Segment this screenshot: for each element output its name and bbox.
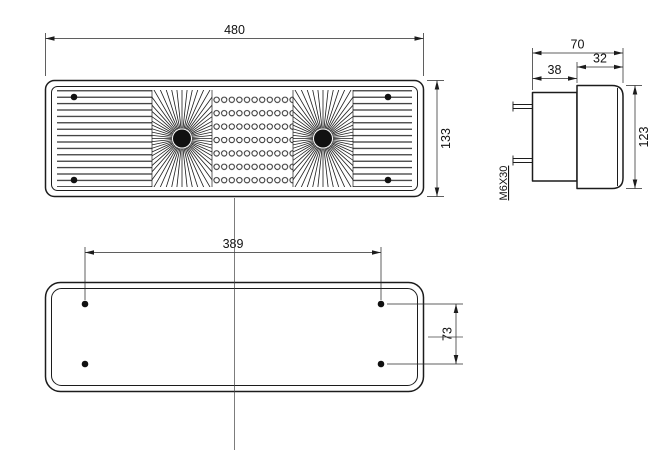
- dimension-side-depth-total: 70: [532, 38, 624, 90]
- front-screw-bottom-left: [70, 176, 78, 184]
- side-depth-total-label: 70: [571, 38, 585, 52]
- front-left-stripe-panel: [57, 90, 152, 187]
- rear-hole-top-left: [81, 300, 89, 308]
- dimension-side-depth-rear: 38: [532, 63, 577, 81]
- dimension-rear-hole-spacing-v: 73: [387, 303, 463, 365]
- dimension-front-height: 133: [427, 80, 453, 197]
- rear-hole-bottom-left: [81, 360, 89, 368]
- rear-hole-spacing-v-label: 73: [441, 327, 455, 341]
- mounting-bolt-bottom: [512, 158, 533, 163]
- rear-hole-bottom-right: [377, 360, 385, 368]
- front-screw-bottom-right: [384, 176, 392, 184]
- rear-hole-top-right: [377, 300, 385, 308]
- side-depth-front-label: 32: [593, 52, 607, 66]
- rear-hole-spacing-h-label: 389: [223, 237, 244, 251]
- side-view: [512, 84, 624, 190]
- sunburst-lens-left: [152, 90, 212, 187]
- sunburst-lens-right: [293, 90, 353, 187]
- dimension-side-height: 123: [626, 85, 650, 189]
- sunburst-left-center-dot: [173, 129, 191, 148]
- dimension-rear-hole-spacing-h: 389: [84, 237, 382, 300]
- side-depth-rear-label: 38: [548, 63, 562, 77]
- front-width-label: 480: [224, 23, 245, 37]
- front-screw-top-right: [384, 93, 392, 101]
- side-housing-outline: [531, 91, 578, 182]
- front-lamp-inner-outline: [51, 86, 418, 191]
- side-height-label: 123: [637, 127, 650, 148]
- sunburst-right-center-dot: [314, 129, 332, 148]
- side-lens-outline: [576, 84, 624, 190]
- dimension-front-width: 480: [45, 23, 424, 76]
- front-view: [44, 79, 425, 198]
- mounting-bolt-top: [512, 104, 533, 109]
- front-center-reflector-panel: [212, 90, 293, 187]
- front-screw-top-left: [70, 93, 78, 101]
- front-height-label: 133: [439, 128, 453, 149]
- bolt-spec-label: M6X30: [498, 166, 510, 201]
- front-right-stripe-panel: [353, 90, 412, 187]
- dimension-side-depth-front: 32: [576, 52, 623, 83]
